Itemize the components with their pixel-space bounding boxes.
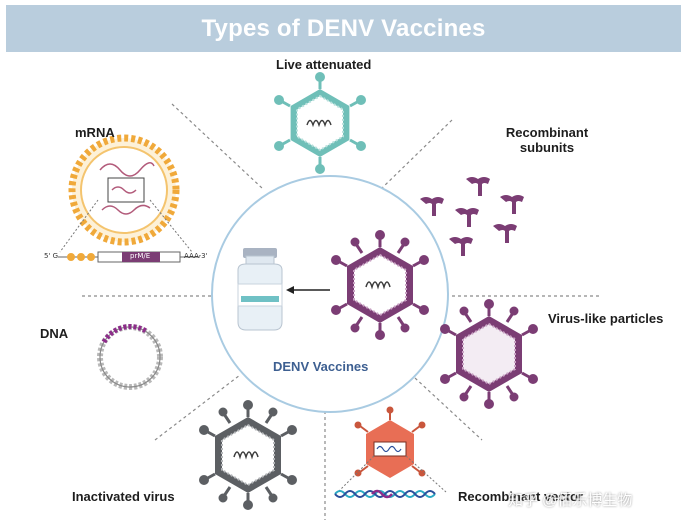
label-center-denv-vaccines: DENV Vaccines — [273, 359, 369, 374]
label-inactivated-virus: Inactivated virus — [72, 489, 175, 504]
label-live-attenuated: Live attenuated — [276, 57, 372, 72]
center-circle — [211, 175, 449, 413]
dna-plasmid-icon — [97, 324, 163, 390]
recombinant-vector-icon — [334, 406, 447, 499]
divider-top-left — [171, 103, 263, 189]
vaccine-vial-icon — [237, 248, 283, 331]
label-mrna: mRNA — [75, 125, 115, 140]
watermark-text: 知乎 @佰乐博生物 — [508, 492, 633, 509]
mrna-sequence-diagram — [58, 251, 200, 263]
mrna-gene-label: prM/E — [130, 252, 151, 260]
label-recombinant-subunits-line2: subunits — [519, 140, 575, 155]
mrna-five-prime-label: 5' G — [44, 252, 59, 260]
arrow-icon — [286, 286, 330, 294]
recombinant-subunit-proteins-icon — [420, 177, 524, 256]
page-title: Types of DENV Vaccines — [201, 14, 486, 42]
divider-top-right — [379, 119, 453, 191]
section-dividers — [82, 103, 600, 520]
live-attenuated-virus-icon — [274, 72, 366, 174]
title-banner: Types of DENV Vaccines — [6, 5, 681, 52]
inactivated-virus-icon — [199, 400, 297, 510]
divider-bottom-right — [414, 377, 483, 441]
mrna-tail-label: AAA-3' — [184, 252, 208, 260]
center-virus-icon — [331, 230, 429, 340]
label-virus-like-particles: Virus-like particles — [548, 311, 664, 326]
label-recombinant-subunits-line1: Recombinant — [505, 125, 589, 140]
virus-like-particle-icon — [440, 299, 538, 409]
label-recombinant-vector: Recombinant vector — [458, 489, 583, 504]
label-dna: DNA — [40, 326, 69, 341]
mrna-lipid-nanoparticle-icon — [59, 134, 193, 253]
label-recombinant-subunits: Recombinant subunits — [505, 125, 589, 155]
